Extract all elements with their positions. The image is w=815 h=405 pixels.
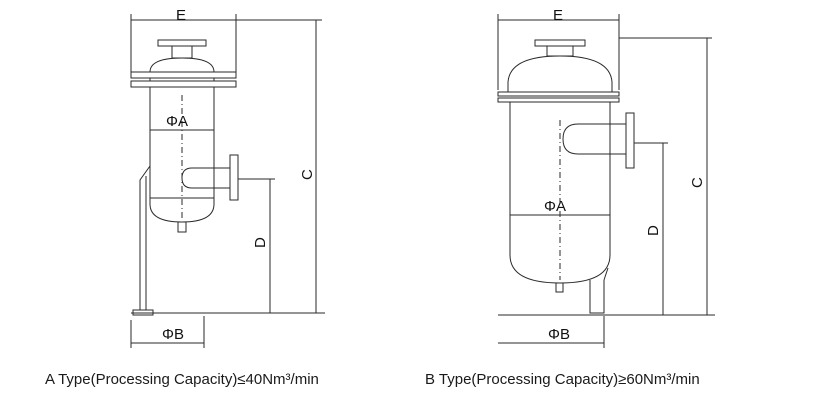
b-dim-width-label: E bbox=[553, 7, 563, 24]
a-dim-width-label: E bbox=[176, 7, 186, 24]
a-type-caption: A Type(Processing Capacity)≤40Nm³/min bbox=[45, 371, 319, 388]
a-type-filter: E ΦA ΦB D C bbox=[130, 7, 325, 348]
a-dim-diameter-label: ΦA bbox=[166, 113, 188, 130]
a-dim-base-label: ΦB bbox=[162, 326, 184, 343]
b-dim-base-label: ΦB bbox=[548, 326, 570, 343]
b-dim-height-label: C bbox=[689, 177, 706, 188]
a-dim-inlet-height-label: D bbox=[252, 237, 269, 248]
b-type-caption: B Type(Processing Capacity)≥60Nm³/min bbox=[425, 371, 700, 388]
b-dim-inlet-height-label: D bbox=[645, 225, 662, 236]
b-dim-diameter-label: ΦA bbox=[544, 198, 566, 215]
a-dim-height-label: C bbox=[299, 169, 316, 180]
b-type-filter: E ΦA ΦB D C bbox=[497, 7, 715, 348]
